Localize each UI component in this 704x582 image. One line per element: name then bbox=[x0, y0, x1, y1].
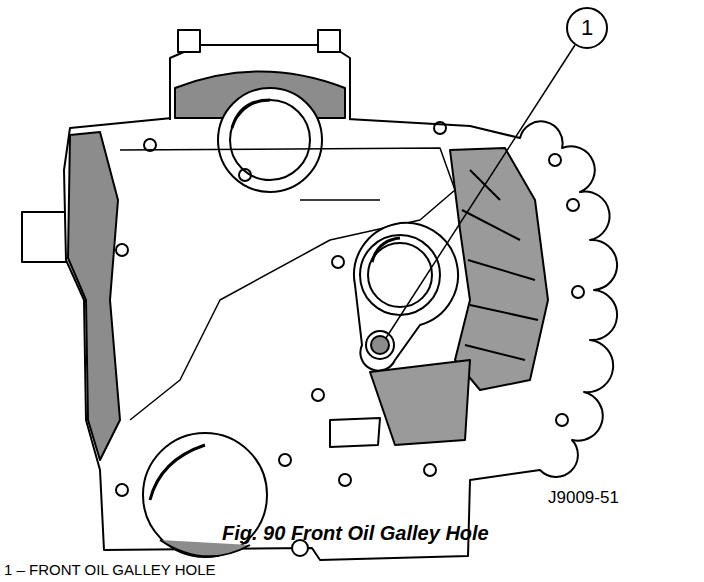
leader-line bbox=[386, 45, 575, 338]
figure-id: J9009-51 bbox=[548, 488, 619, 508]
callout-circle: 1 bbox=[566, 7, 608, 49]
callout-number: 1 bbox=[581, 15, 593, 41]
figure-caption: Fig. 90 Front Oil Galley Hole bbox=[222, 522, 489, 545]
legend-key: 1 – FRONT OIL GALLEY HOLE bbox=[4, 561, 215, 578]
